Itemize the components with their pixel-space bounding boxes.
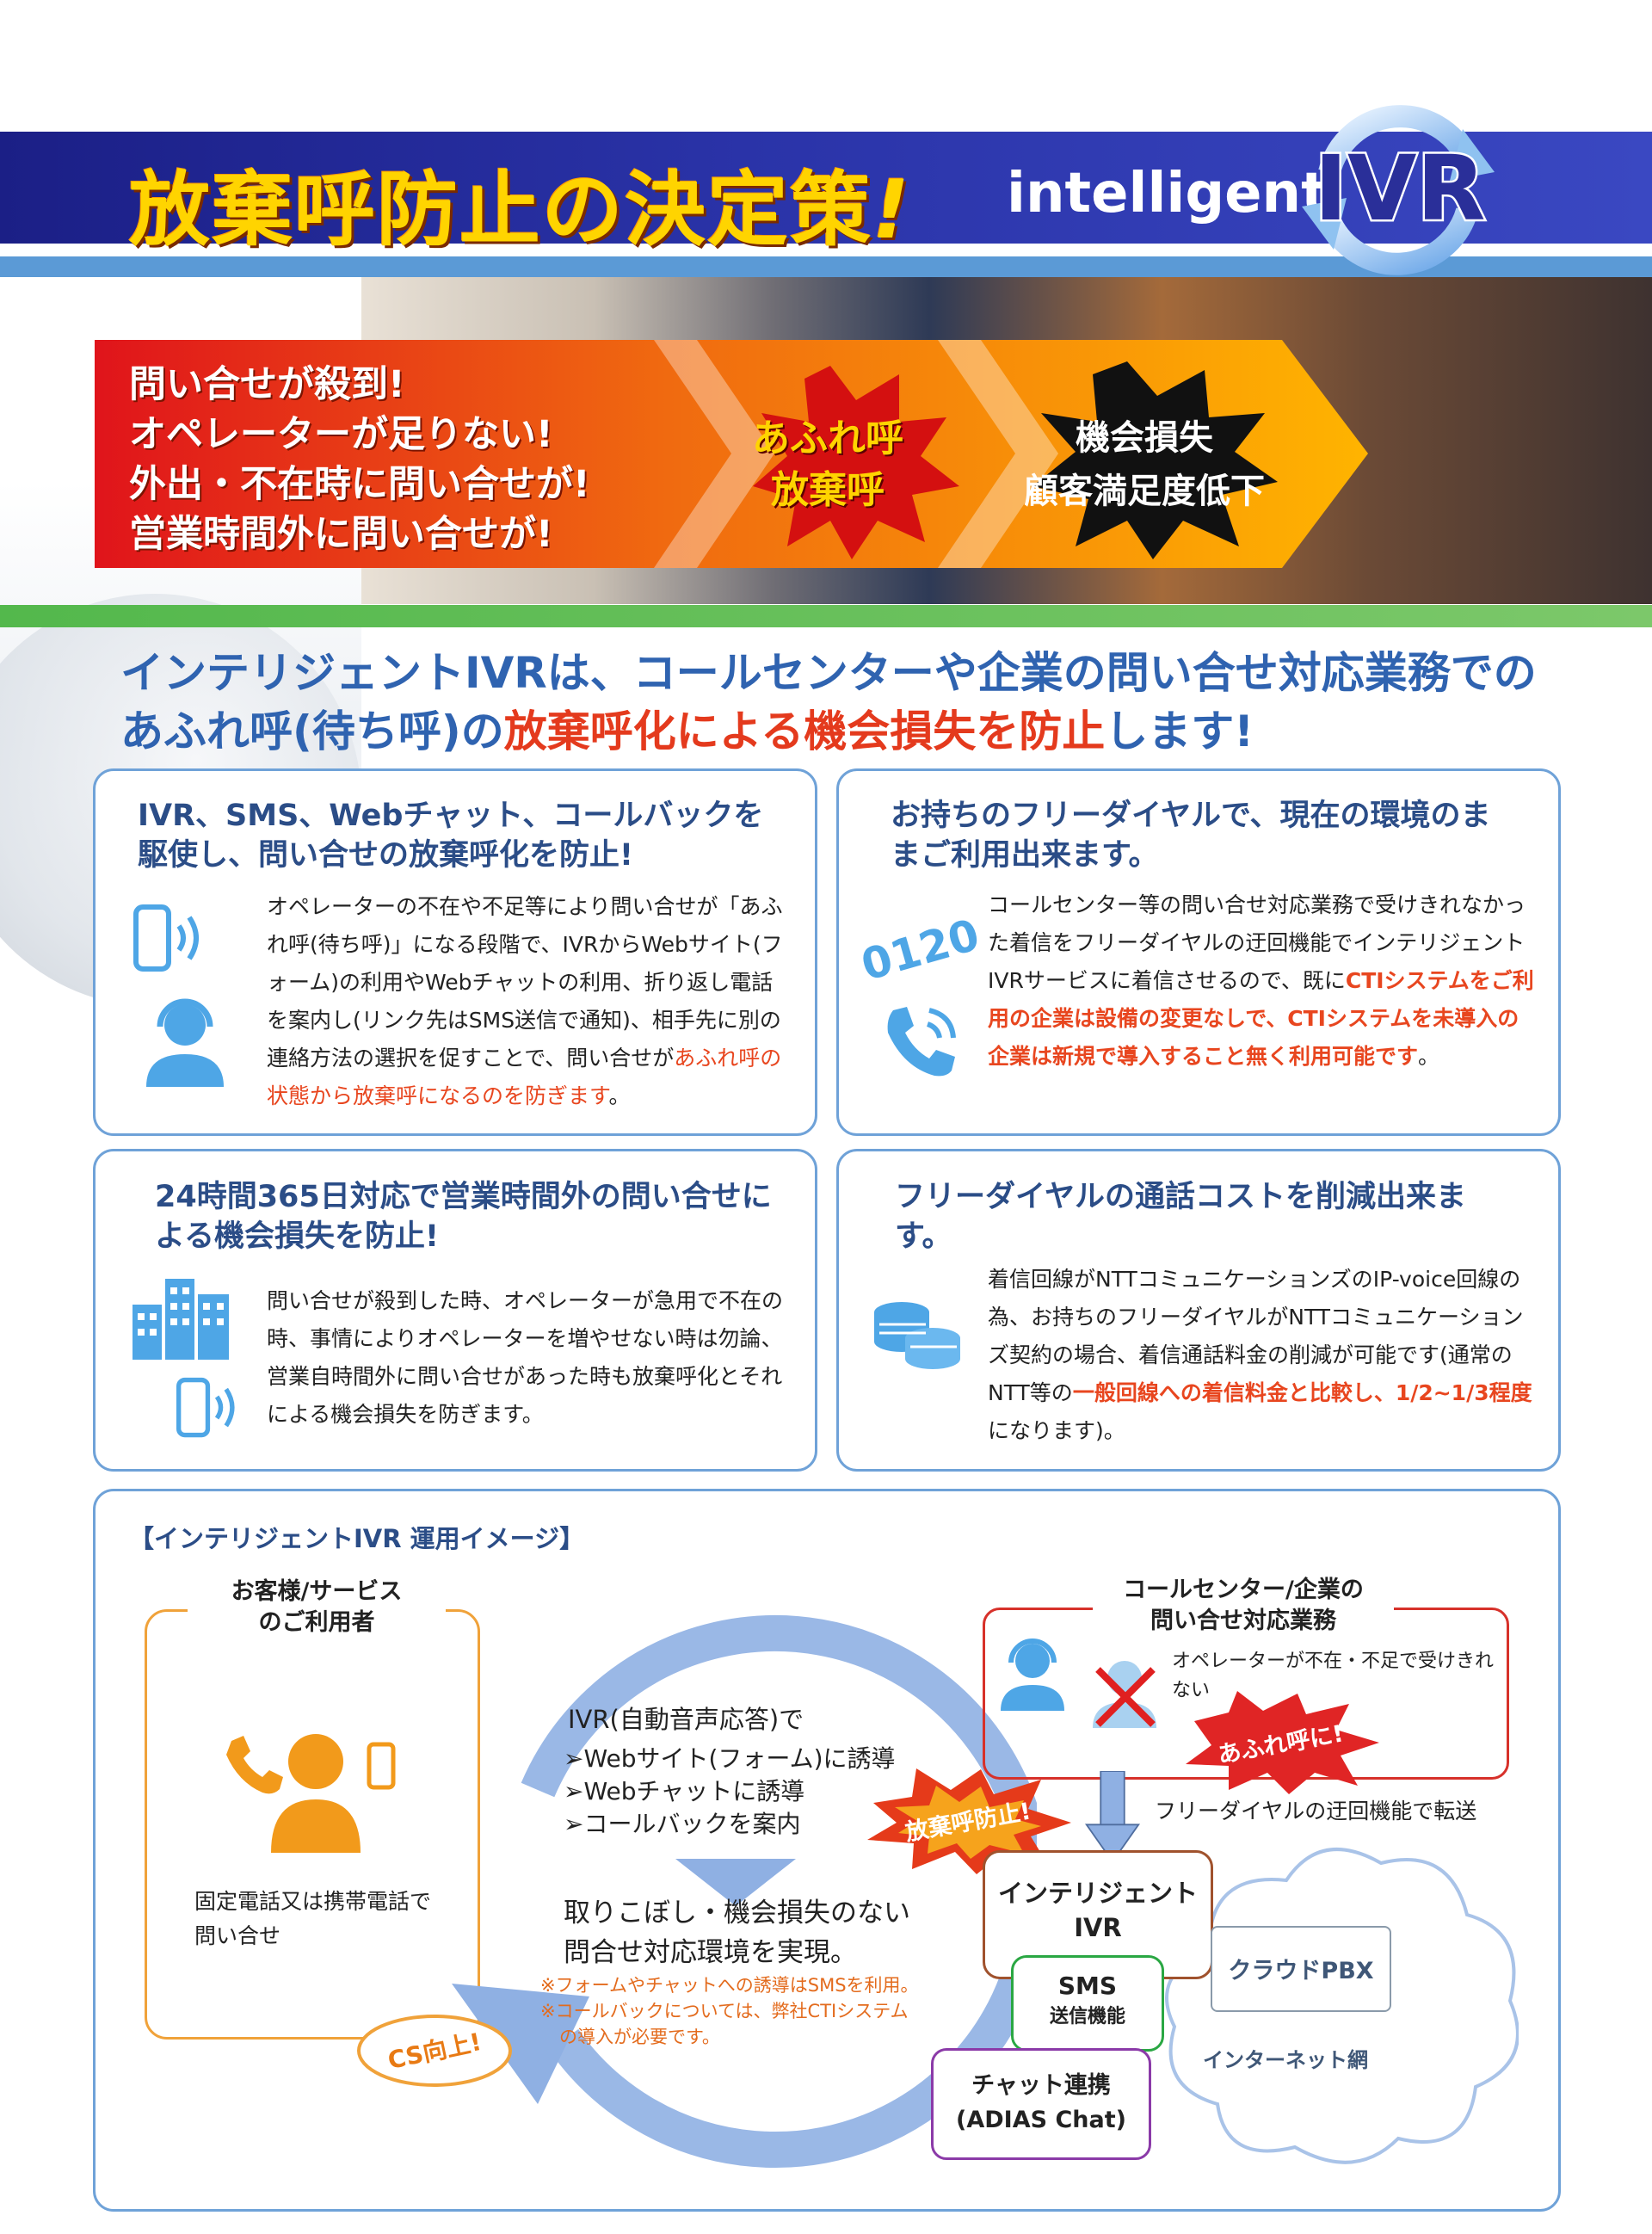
internet-label: インターネット網 (1203, 2048, 1368, 2072)
burst-afure-shape (753, 366, 959, 559)
sms-box (1011, 1955, 1164, 2052)
page-title: 放棄呼防止の決定策! (129, 164, 911, 257)
office-buildings-icon (133, 1279, 229, 1360)
burst-line: あふれ呼 (752, 417, 903, 460)
cycle-heading: IVR(自動音声応答)で (568, 1705, 804, 1734)
burst-line: 放棄呼 (771, 468, 885, 512)
smartphone-signal-icon (133, 904, 199, 972)
headline-line1: インテリジェントIVRは、コールセンターや企業の問い合せ対応業務での (120, 648, 1537, 698)
problem-arrow-banner (95, 340, 1368, 568)
header-band (0, 132, 1652, 244)
absent-operator-icon (1093, 1661, 1156, 1728)
feature-card-cost (836, 1149, 1561, 1472)
problem-item: 営業時間外に問い合せが! (129, 513, 553, 556)
transfer-label: フリーダイヤルの迂回機能で転送 (1155, 1799, 1477, 1824)
customer-caption: 固定電話又は携帯電話で問い合せ (194, 1889, 432, 1948)
burst-line: 顧客満足度低下 (1024, 472, 1265, 511)
feature-body: 着信回線がNTTコミュニケーションズのIP-voice回線の為、お持ちのフリーダ… (988, 1267, 1532, 1443)
burst-afure-text: あふれ呼 放棄呼 (707, 413, 948, 516)
feature-body: コールセンター等の問い合せ対応業務で受けきれなかった着信をフリーダイヤルの迂回機… (988, 892, 1534, 1069)
chat-box (931, 2048, 1151, 2160)
feature-title: お持ちのフリーダイヤルで、現在の環境のままご利用出来ます。 (891, 799, 1491, 873)
headline: インテリジェントIVRは、コールセンターや企業の問い合せ対応業務での あふれ呼(… (120, 644, 1537, 761)
problem-item: 外出・不在時に問い合せが! (129, 463, 590, 506)
burst-houki-badge: 放棄呼防止! (867, 1768, 1071, 1874)
feature-body: 問い合せが殺到した時、オペレーターが急用で不在の時、事情によりオペレーターを増や… (267, 1288, 784, 1427)
cloud-pbx-label: クラウドPBX (1228, 1958, 1374, 1984)
callcenter-note: オペレーターが不在・不足で受けきれない (1172, 1651, 1495, 1701)
operator-headset-icon (146, 998, 224, 1087)
customer-caller-icon (226, 1734, 396, 1853)
feature-title: フリーダイヤルの通話コストを削減出来ます。 (895, 1180, 1466, 1254)
burst-afure-badge: あふれ呼に! (1186, 1691, 1379, 1794)
operator-headset-icon (1001, 1638, 1064, 1711)
callcenter-title: コールセンター/企業の問い合せ対応業務 (1093, 1575, 1394, 1637)
feature-title: IVR、SMS、Webチャット、コールバックを駆使し、問い合せの放棄呼化を防止! (138, 799, 764, 873)
burst-line: 機会損失 (1076, 418, 1213, 458)
feature-title: 24時間365日対応で営業時間外の問い合せによる機会損失を防止! (155, 1180, 772, 1254)
cycle-notes: ※フォームやチャットへの誘導はSMSを利用。※コールバックについては、弊社CTI… (540, 1975, 919, 2047)
problem-item: 問い合せが殺到! (129, 363, 405, 406)
cycle-list: ➢Webサイト(フォーム)に誘導 ➢Webチャットに誘導 ➢コールバックを案内 (564, 1743, 896, 1841)
diagram-title: 【インテリジェントIVR 運用イメージ】 (129, 1524, 585, 1553)
headline-line2: あふれ呼(待ち呼)の放棄呼化による機会損失を防止します! (120, 707, 1254, 756)
cycle-list-item: ➢コールバックを案内 (564, 1810, 801, 1838)
cycle-result: 取りこぼし・機会損失のない問合せ対応環境を実現。 (564, 1898, 910, 1968)
smartphone-signal-icon (176, 1377, 235, 1438)
coins-icon (874, 1302, 960, 1369)
ivr-logo-icon: IVR (1302, 105, 1495, 275)
customer-title: お客様/サービスのご利用者 (188, 1577, 446, 1638)
problem-list: 問い合せが殺到! オペレーターが足りない! 外出・不在時に問い合せが! 営業時間… (129, 360, 590, 559)
problem-item: オペレーターが足りない! (129, 413, 553, 456)
feature-body: オペレーターの不在や不足等により問い合せが「あふれ呼(待ち呼)」になる段階で、I… (267, 894, 783, 1108)
burst-loss-text: 機会損失 顧客満足度低下 (981, 411, 1308, 518)
cloud-pbx-box (1211, 1926, 1391, 2012)
down-arrow-icon (1084, 1771, 1141, 1864)
cycle-list-item: ➢Webチャットに誘導 (564, 1777, 805, 1805)
burst-loss-shape (1032, 361, 1278, 559)
ivr-logo-text: IVR (1314, 136, 1485, 241)
chat-label: チャット連携(ADIAS Chat) (956, 2072, 1126, 2133)
cycle-list-item: ➢Webサイト(フォーム)に誘導 (564, 1744, 896, 1773)
phone-call-icon (887, 1007, 956, 1077)
green-divider (0, 605, 1652, 627)
brand-prefix: intelligent (1007, 162, 1328, 225)
cs-badge: CS向上! (357, 2015, 512, 2087)
feature-card-freedial (836, 768, 1561, 1136)
